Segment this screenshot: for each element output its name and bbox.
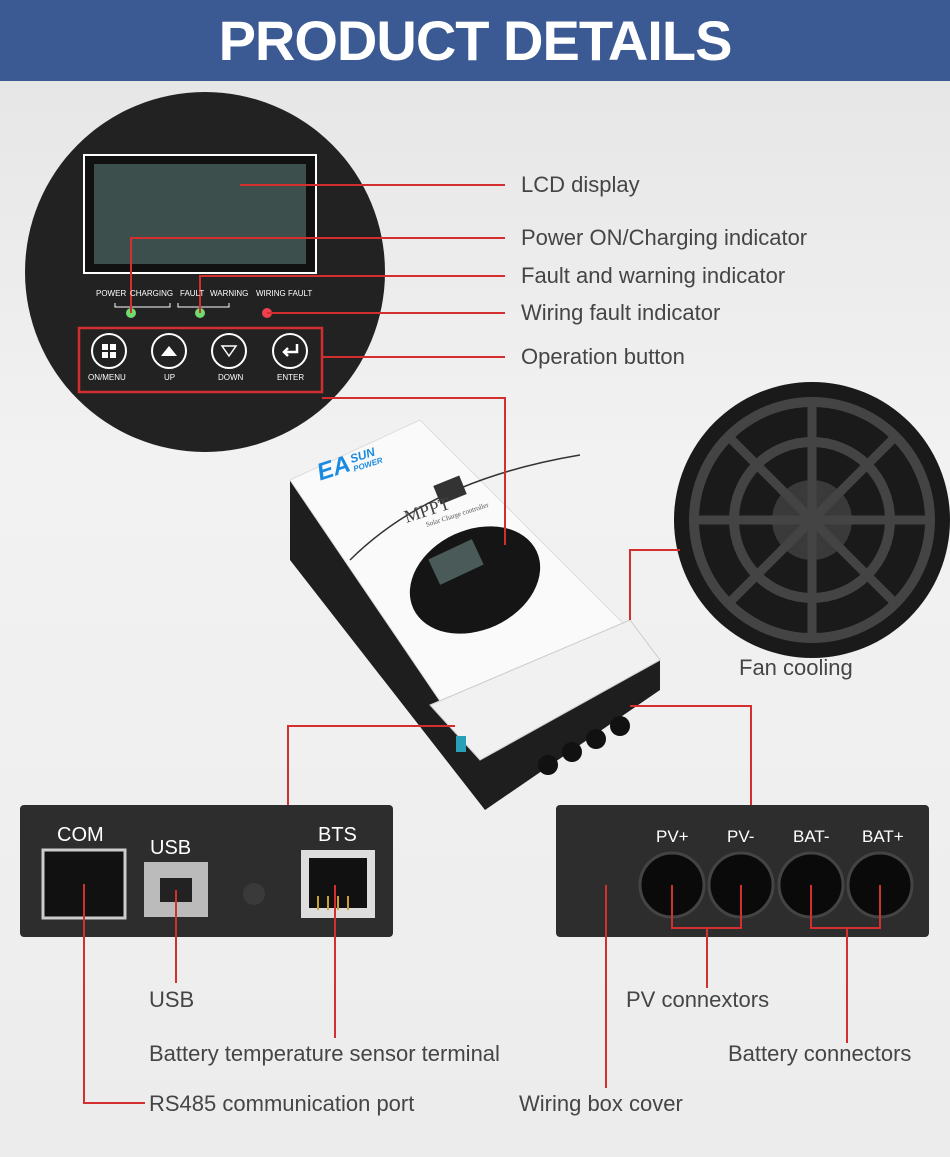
page-title: PRODUCT DETAILS xyxy=(218,9,733,72)
port-label-bts: BTS xyxy=(318,824,357,846)
button-label-enter: ENTER xyxy=(277,373,305,382)
charge-controller-device xyxy=(289,419,661,810)
indicator-label-fault: FAULT xyxy=(180,289,205,298)
indicator-label-wiring-fault: WIRING FAULT xyxy=(256,289,313,298)
cooling-fan xyxy=(674,382,950,658)
callout-pv-connectors: PV connextors xyxy=(626,987,770,1012)
connector-label-pv-plus: PV+ xyxy=(656,827,689,846)
down-button[interactable] xyxy=(211,333,247,369)
callout-wiring-fault-indicator: Wiring fault indicator xyxy=(521,300,721,325)
on-menu-button[interactable] xyxy=(91,333,127,369)
indicator-label-power: POWER xyxy=(96,289,127,298)
button-label-down: DOWN xyxy=(218,373,244,382)
button-label-on-menu: ON/MENU xyxy=(88,373,126,382)
connector-label-bat-plus: BAT+ xyxy=(862,827,904,846)
triangle-down-icon xyxy=(220,345,238,358)
callout-lines xyxy=(83,184,881,1104)
button-group-outline xyxy=(77,326,324,394)
callout-fault-indicator: Fault and warning indicator xyxy=(521,263,786,288)
callout-fan-cooling: Fan cooling xyxy=(739,655,853,680)
port-label-usb: USB xyxy=(150,837,192,859)
connector-label-pv-minus: PV- xyxy=(727,827,755,846)
callout-operation-button: Operation button xyxy=(521,344,685,369)
callout-wiring-box-cover: Wiring box cover xyxy=(519,1091,683,1116)
callout-battery-connectors: Battery connectors xyxy=(728,1041,912,1066)
triangle-up-icon xyxy=(161,346,177,356)
callout-bts: Battery temperature sensor terminal xyxy=(149,1041,500,1066)
indicator-label-charging: CHARGING xyxy=(130,289,174,298)
enter-icon xyxy=(282,344,299,357)
header-banner: PRODUCT DETAILS xyxy=(0,0,950,81)
port-label-com: COM xyxy=(57,824,104,846)
callout-power-indicator: Power ON/Charging indicator xyxy=(521,225,808,250)
callout-rs485: RS485 communication port xyxy=(149,1091,415,1116)
connector-label-bat-minus: BAT- xyxy=(793,827,830,846)
indicator-label-warning: WARNING xyxy=(210,289,249,298)
callout-usb: USB xyxy=(149,987,195,1012)
lcd-screen xyxy=(94,164,306,264)
windows-icon xyxy=(102,344,116,358)
callout-lcd-display: LCD display xyxy=(521,172,640,197)
up-button[interactable] xyxy=(151,333,187,369)
enter-button[interactable] xyxy=(272,333,308,369)
screw xyxy=(243,883,265,905)
button-label-up: UP xyxy=(164,373,176,382)
